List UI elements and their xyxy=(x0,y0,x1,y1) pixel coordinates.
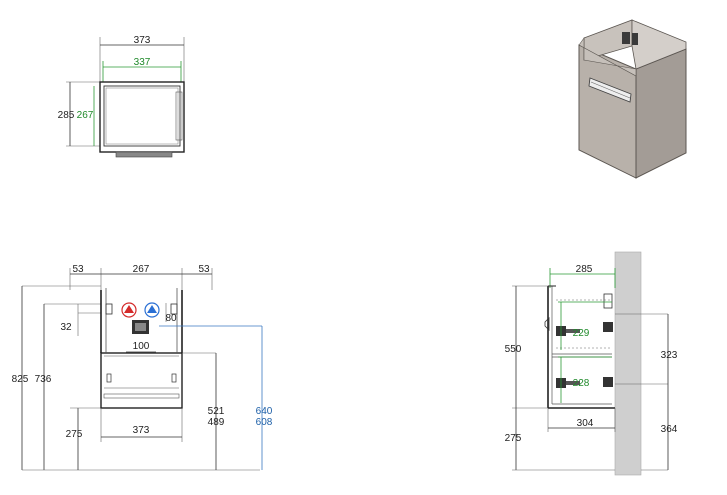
top-view: 373 337 285 267 xyxy=(58,35,185,158)
side-wall-lower: 364 xyxy=(661,424,678,435)
front-height-total: 825 xyxy=(12,374,29,385)
side-wall-upper: 323 xyxy=(661,350,678,361)
top-inner-depth: 267 xyxy=(77,110,94,121)
front-side-left: 53 xyxy=(72,264,84,275)
side-lower-span: 228 xyxy=(573,378,590,389)
front-drain-width: 100 xyxy=(133,341,150,352)
front-supply-height-a: 640 xyxy=(256,406,273,417)
front-supply-height-b: 608 xyxy=(256,417,273,428)
side-view: 285 229 228 550 xyxy=(505,251,678,476)
front-drain-height-a: 521 xyxy=(208,406,225,417)
front-side-right: 53 xyxy=(198,264,210,275)
cold-supply-icon xyxy=(144,302,160,318)
side-upper-span: 229 xyxy=(573,328,590,339)
side-floor-gap: 275 xyxy=(505,433,522,444)
front-floor-gap: 275 xyxy=(66,429,83,440)
front-view: 53 267 53 825 736 32 275 xyxy=(12,264,273,471)
cabinet-3d-view xyxy=(578,19,687,179)
drain-icon xyxy=(132,320,149,334)
top-outer-depth: 285 xyxy=(58,110,75,121)
side-height: 550 xyxy=(505,344,522,355)
top-inner-width: 337 xyxy=(134,57,151,68)
top-outer-width: 373 xyxy=(134,35,151,46)
side-depth: 285 xyxy=(576,264,593,275)
front-center-width: 267 xyxy=(133,264,150,275)
front-pipe-offset: 32 xyxy=(60,322,72,333)
front-bottom-width: 373 xyxy=(133,425,150,436)
front-drain-height-b: 489 xyxy=(208,417,225,428)
front-pipe-spacing: 80 xyxy=(165,313,177,324)
front-height-cabinet: 736 xyxy=(35,374,52,385)
hot-supply-icon xyxy=(121,302,137,318)
side-bottom-depth: 304 xyxy=(577,418,594,429)
wall xyxy=(614,251,642,476)
